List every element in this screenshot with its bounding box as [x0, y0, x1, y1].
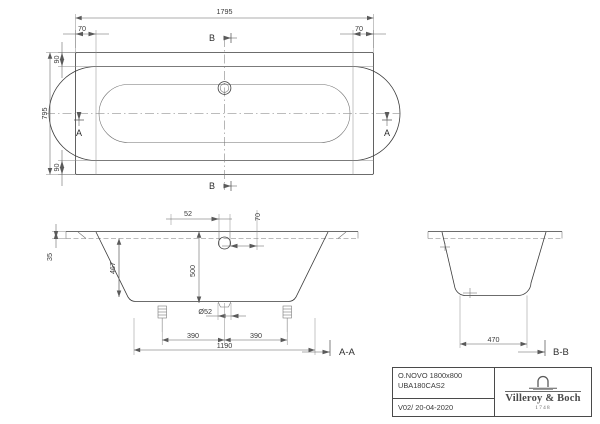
bb-label-arrow	[537, 349, 545, 355]
aa-label-inner-depth: 467	[108, 262, 117, 274]
plan-bath-bottom	[98, 84, 351, 143]
aa-arrow-35-b	[53, 231, 59, 239]
dim-label-rim-left: 70	[78, 24, 86, 33]
title-block-info: O.NOVO 1800x800 UBA180CAS2 V02/ 20-04-20…	[393, 368, 495, 416]
aa-arrow-d52-b	[231, 313, 239, 319]
section-marker-b-bottom: B	[209, 181, 215, 191]
article-code: UBA180CAS2	[398, 380, 445, 390]
aa-label-foot-span: 1190	[217, 341, 232, 350]
bb-bath-body	[441, 231, 547, 296]
dim-label-rim-top: 90	[52, 56, 61, 64]
product-title: O.NOVO 1800x800	[398, 371, 463, 380]
section-bb-group: 470 B-B	[427, 231, 569, 358]
aa-overflow-tube	[218, 232, 231, 246]
dim-label-rim-bottom: 90	[52, 164, 61, 172]
dim-arrow-rimright-a	[353, 31, 361, 37]
aa-label-foot-left-spacing: 390	[187, 331, 199, 340]
revision-date: V02/ 20-04-2020	[398, 403, 454, 412]
dim-arrow-rimright-b	[366, 31, 374, 37]
dim-label-overall-width: 795	[40, 108, 49, 120]
aa-label-foot-right-spacing: 390	[250, 331, 262, 340]
aa-label-arrow	[322, 349, 330, 355]
aa-chamfer-right	[337, 231, 347, 239]
aa-label-overall-depth: 500	[188, 265, 197, 277]
plan-overflow-inner	[219, 83, 230, 93]
aa-arrow-70-a	[230, 243, 238, 249]
aa-label-overflow-offset: 52	[184, 209, 192, 218]
sec-b-top-arrow	[223, 35, 231, 41]
plan-view-group: 1795 70 70 795 90	[40, 7, 401, 191]
dim-arrow-rimtop-a	[59, 52, 65, 60]
sec-b-bot-arrow	[223, 183, 231, 189]
aa-arrow-70-b	[249, 243, 257, 249]
plan-overflow-outer	[217, 81, 232, 95]
title-block-product: O.NOVO 1800x800 UBA180CAS2	[393, 368, 494, 399]
dim-label-overall-length: 1795	[217, 7, 233, 16]
fountain-icon	[529, 375, 557, 390]
dim-arrow-rimtop-b	[59, 59, 65, 67]
sec-a-right-arrow	[384, 112, 390, 120]
dim-arrow-rimleft-a	[75, 31, 83, 37]
aa-bath-body	[95, 231, 329, 302]
aa-label-rim-thickness: 35	[45, 253, 54, 261]
title-block: O.NOVO 1800x800 UBA180CAS2 V02/ 20-04-20…	[392, 367, 592, 417]
bb-ref-mark-bottom	[463, 288, 477, 298]
aa-arrow-52-a	[211, 216, 219, 222]
aa-arrow-d52-a	[218, 313, 226, 319]
sec-a-left-arrow	[76, 112, 82, 120]
section-label-a-a: A-A	[339, 347, 356, 358]
section-label-b-b: B-B	[553, 347, 569, 358]
brand-name: Villeroy & Boch	[505, 390, 581, 404]
bb-ref-mark-top	[440, 243, 450, 251]
section-marker-a-right: A	[384, 128, 390, 138]
aa-label-overflow-edge: 70	[253, 213, 262, 221]
dim-arrow-rimbot-b	[59, 167, 65, 175]
aa-label-waste-diameter: Ø52	[198, 307, 212, 316]
section-marker-a-left: A	[76, 128, 82, 138]
brand-year: 1748	[535, 404, 551, 411]
aa-chamfer-left	[77, 231, 87, 239]
section-aa-group: 35 467 500 52 70	[45, 209, 359, 358]
bb-label-base-width: 470	[488, 335, 500, 344]
dim-arrow-rimleft-b	[88, 31, 96, 37]
dim-arrow-rimbot-a	[59, 160, 65, 168]
brand-logo-cell: Villeroy & Boch 1748	[495, 368, 591, 416]
title-block-revision: V02/ 20-04-2020	[393, 399, 494, 416]
dim-label-rim-right: 70	[355, 24, 363, 33]
aa-overflow-circle	[218, 236, 231, 250]
section-marker-b-top: B	[209, 33, 215, 43]
